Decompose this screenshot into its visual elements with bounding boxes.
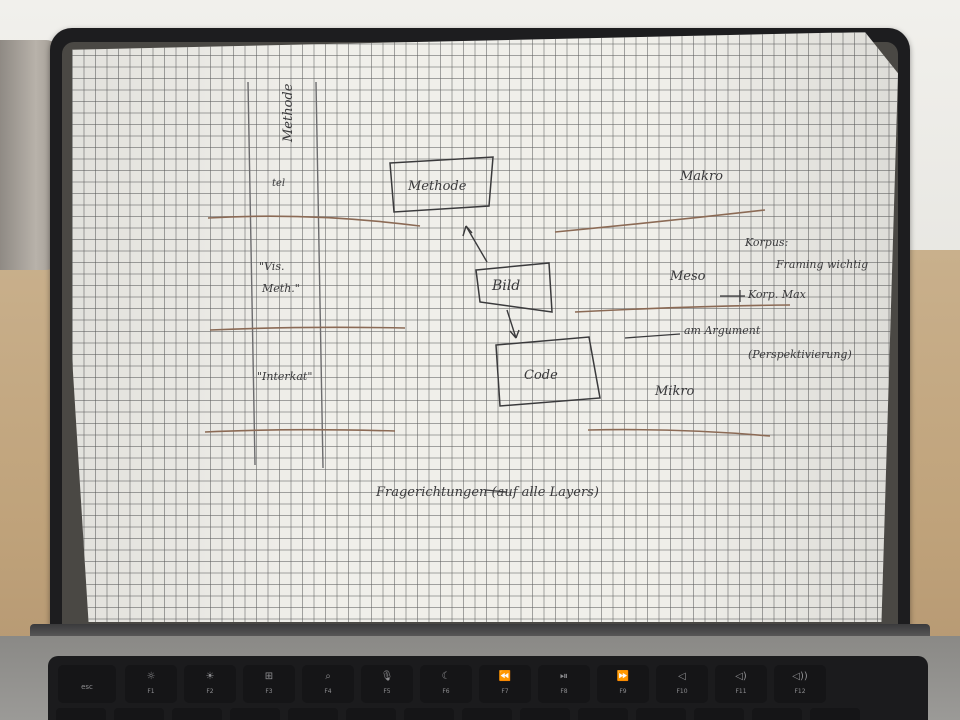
search-icon: ⌕ [325,671,331,682]
key-f5[interactable]: 🎙 F5 [361,665,413,703]
key-f2-label: F2 [206,688,214,695]
key-f6-label: F6 [442,688,450,695]
box-methode [389,156,494,213]
key-f8-label: F8 [560,688,568,695]
mission-control-icon: ⊞ [264,671,274,682]
key-f7-label: F7 [501,688,509,695]
label-fragerichtungen: Fragerichtungen (auf alle Layers) [375,485,599,500]
microphone-icon: 🎙 [380,671,394,682]
number-key[interactable] [404,708,454,720]
label-korp-max: Korp. Max [747,288,807,301]
number-key[interactable] [56,708,106,720]
number-key[interactable] [520,708,570,720]
volume-down-icon: ◁) [735,671,747,682]
arrow-bild-to-methode [465,225,488,263]
key-f10-label: F10 [676,688,688,695]
label-row-2a: "Vis. [259,260,284,273]
arrow-argument [624,333,681,339]
vertical-rule-right [315,81,324,469]
label-framing: Framing wichtig [775,258,868,271]
label-mikro: Mikro [654,384,695,399]
arrow-bild-to-code [506,309,517,339]
key-f2[interactable]: ☀ F2 [184,665,236,703]
label-row-2b: Meth." [261,282,300,295]
box-bild-label: Bild [491,278,520,294]
label-row-1: tel [272,178,285,189]
number-key[interactable] [288,708,338,720]
moon-icon: ☾ [441,671,451,682]
number-key[interactable] [636,708,686,720]
rewind-icon: ⏪ [498,671,512,682]
key-f10[interactable]: ◁ F10 [656,665,708,703]
number-key[interactable] [230,708,280,720]
mute-icon: ◁ [678,671,686,682]
label-argument: am Argument [684,324,761,337]
label-meso: Meso [669,269,706,284]
number-key[interactable] [114,708,164,720]
key-f4-label: F4 [324,688,332,695]
arrow-korp-max [720,290,745,302]
key-f1[interactable]: ☼ F1 [125,665,177,703]
key-esc-label: esc [81,683,93,691]
divider-left-1 [207,215,421,227]
key-f3-label: F3 [265,688,273,695]
number-key[interactable] [752,708,802,720]
key-f4[interactable]: ⌕ F4 [302,665,354,703]
key-f12-label: F12 [794,688,806,695]
key-esc[interactable]: esc [58,665,116,703]
key-f9-label: F9 [619,688,627,695]
divider-right-2 [574,304,791,313]
key-f6[interactable]: ☾ F6 [420,665,472,703]
label-methode-vertical: Methode [281,83,296,143]
arrow-fragerichtungen [485,489,507,493]
box-code [495,336,601,407]
label-korpus: Korpus: [744,236,788,249]
key-f11-label: F11 [735,688,747,695]
volume-up-icon: ◁)) [792,671,808,682]
keyboard-number-row [56,708,926,720]
number-key[interactable] [694,708,744,720]
number-key[interactable] [346,708,396,720]
vertical-rule-left [247,81,256,466]
brightness-up-icon: ☀ [205,671,215,682]
key-f3[interactable]: ⊞ F3 [243,665,295,703]
brightness-down-icon: ☼ [146,671,156,682]
box-bild [475,262,553,313]
key-f11[interactable]: ◁) F11 [715,665,767,703]
divider-left-2 [209,326,406,331]
key-f1-label: F1 [147,688,155,695]
play-pause-icon: ⏯ [560,671,568,682]
number-key[interactable] [172,708,222,720]
key-f7[interactable]: ⏪ F7 [479,665,531,703]
key-f9[interactable]: ⏩ F9 [597,665,649,703]
number-key[interactable] [810,708,860,720]
label-row-3: "Interkat" [257,370,312,383]
divider-left-3 [204,428,396,433]
key-f5-label: F5 [383,688,391,695]
grid-paper-sheet [72,32,898,622]
divider-right-1 [554,209,766,233]
label-makro: Makro [679,169,723,184]
key-f12[interactable]: ◁)) F12 [774,665,826,703]
arrowhead-up [462,225,473,237]
arrowhead-down [509,329,520,339]
divider-right-3 [587,428,771,437]
number-key[interactable] [462,708,512,720]
fast-forward-icon: ⏩ [616,671,630,682]
number-key[interactable] [578,708,628,720]
label-perspektive: (Perspektivierung) [748,348,852,361]
box-methode-label: Methode [407,179,467,194]
key-f8[interactable]: ⏯ F8 [538,665,590,703]
box-code-label: Code [524,368,558,383]
